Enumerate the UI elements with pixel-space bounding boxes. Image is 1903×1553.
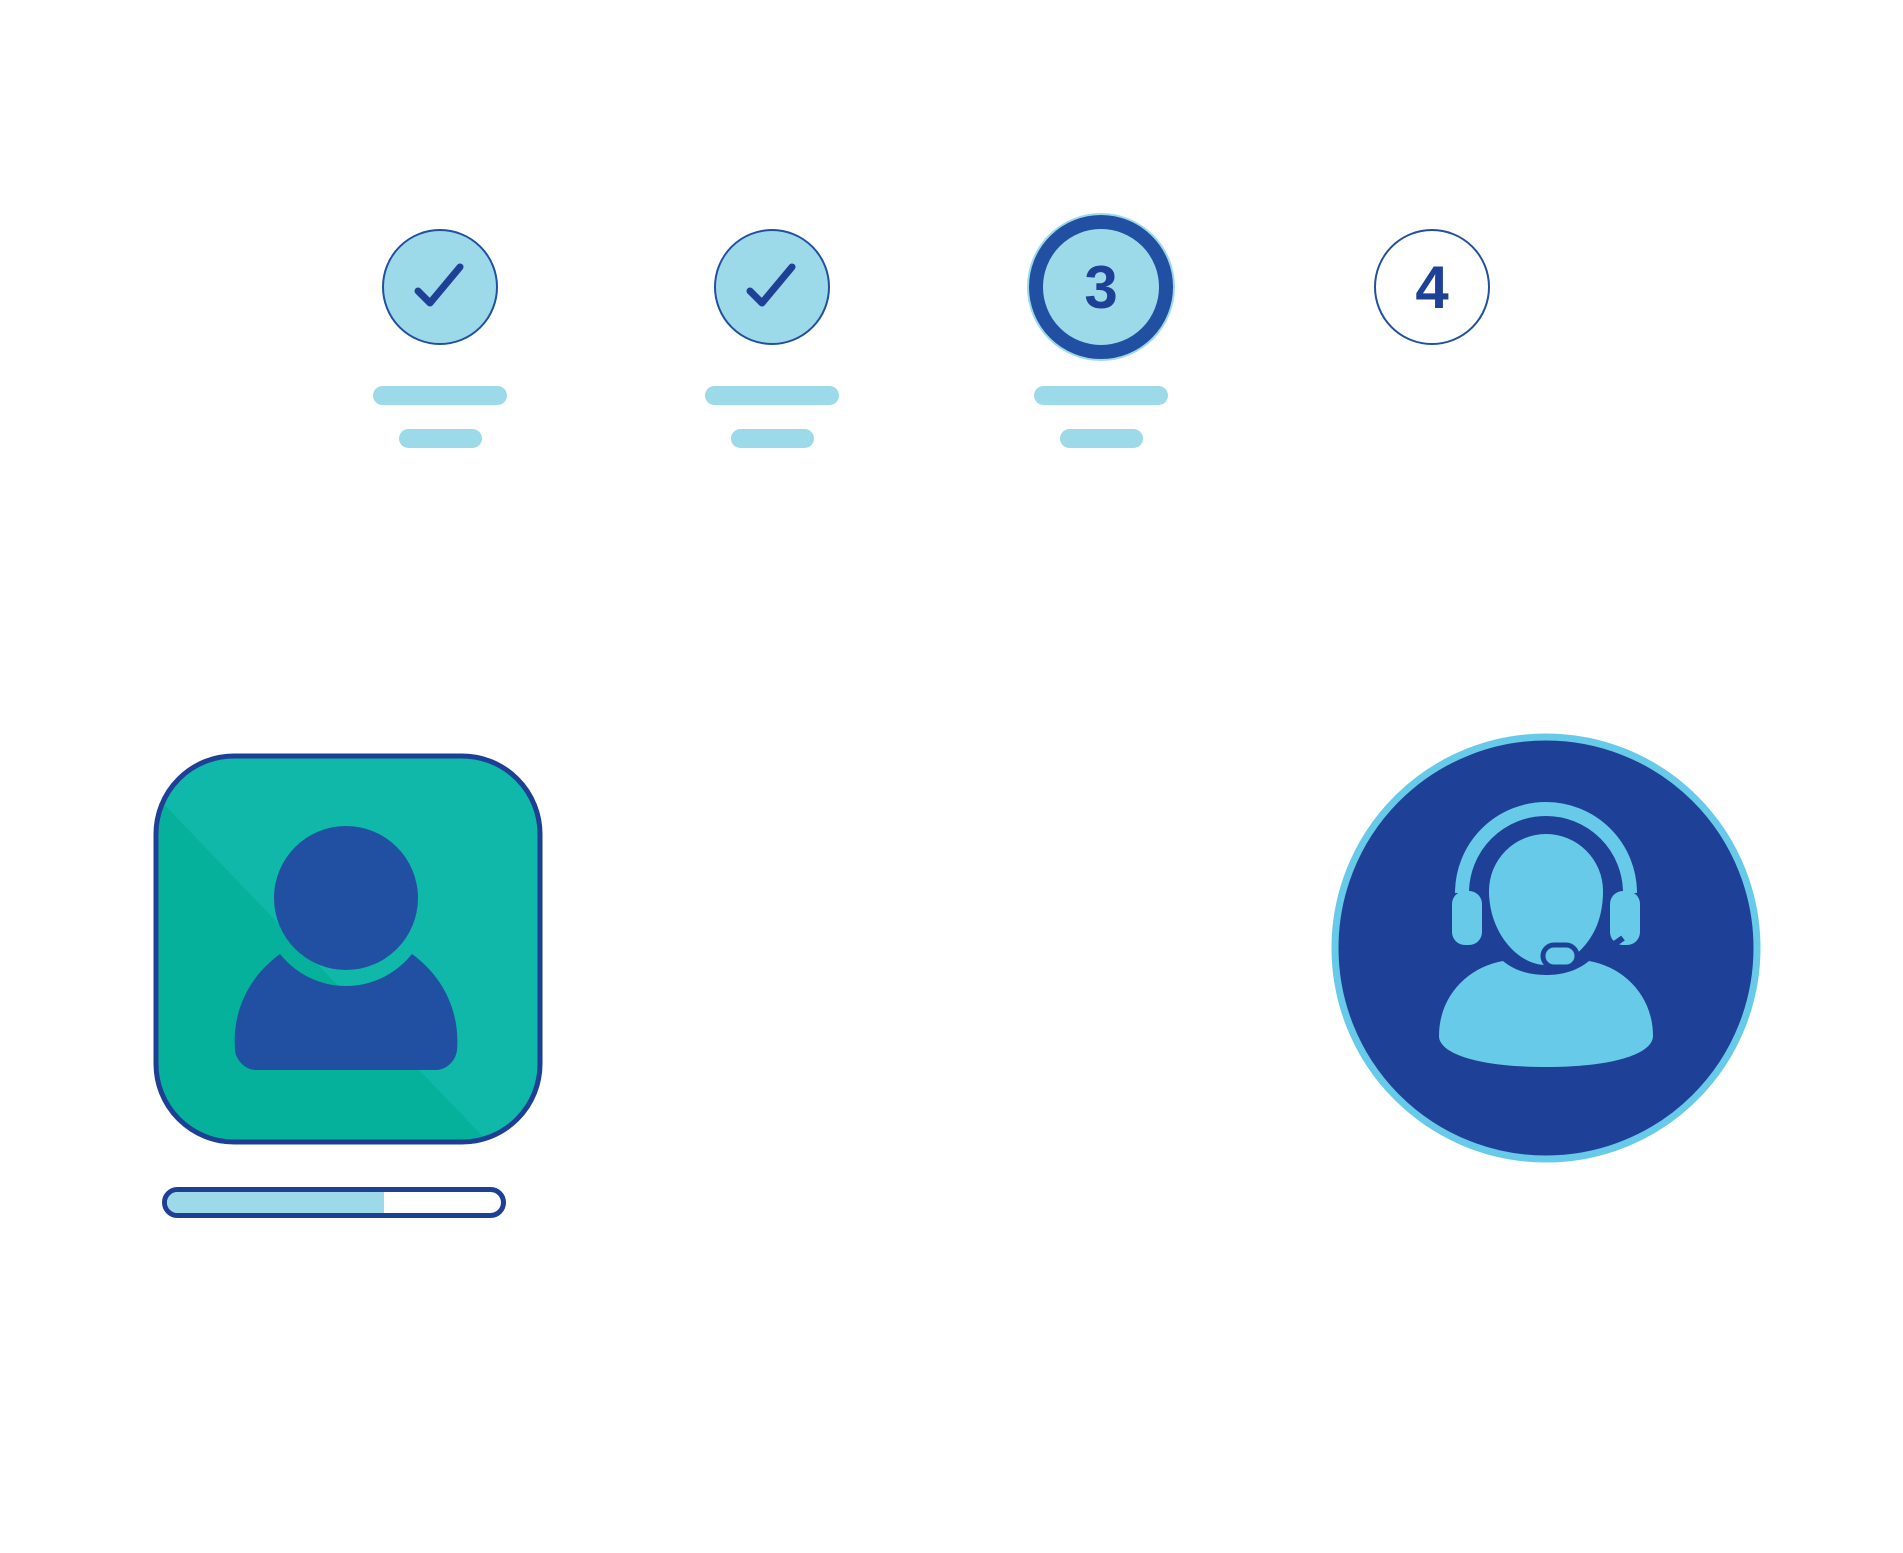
step-3-number: 3 bbox=[1084, 253, 1118, 321]
step-1-title-placeholder bbox=[373, 386, 507, 405]
step-3-title-placeholder bbox=[1034, 386, 1168, 405]
step-3-subtitle-placeholder bbox=[1060, 429, 1143, 448]
step-4[interactable]: 4 bbox=[1374, 229, 1490, 345]
profile-progress-bar bbox=[162, 1187, 506, 1218]
step-2-title-placeholder bbox=[705, 386, 839, 405]
support-avatar[interactable] bbox=[1331, 733, 1761, 1163]
step-3[interactable]: 3 bbox=[1029, 215, 1173, 359]
step-4-number: 4 bbox=[1415, 253, 1449, 321]
check-icon bbox=[746, 263, 796, 307]
step-1-subtitle-placeholder bbox=[399, 429, 482, 448]
check-icon bbox=[414, 263, 464, 307]
step-1[interactable] bbox=[382, 229, 498, 345]
step-2[interactable] bbox=[714, 229, 830, 345]
profile-progress-fill bbox=[167, 1192, 385, 1213]
user-icon bbox=[234, 826, 458, 1070]
profile-card bbox=[153, 753, 543, 1145]
step-2-subtitle-placeholder bbox=[731, 429, 814, 448]
headset-agent-icon bbox=[1439, 802, 1653, 1067]
